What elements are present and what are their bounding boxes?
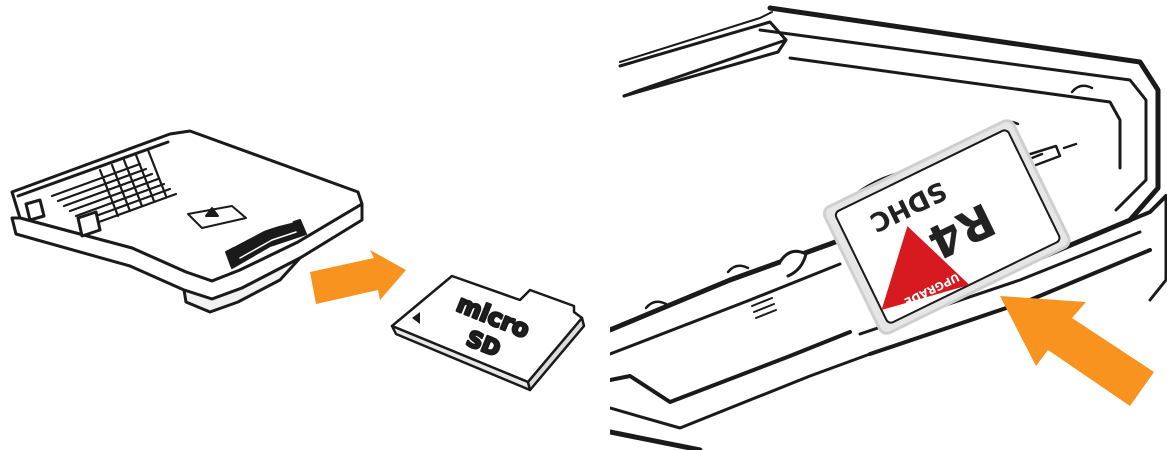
- step-insert-cartridge: R4 SDHC UPGRADE: [610, 0, 1167, 450]
- arrow-right-icon: [310, 250, 406, 304]
- arrow-up-left-icon: [1000, 296, 1154, 406]
- step-insert-microsd: micro SD: [0, 0, 600, 450]
- step-insert-cartridge-drawing: R4 SDHC UPGRADE: [610, 0, 1167, 450]
- r4-cartridge: [12, 131, 362, 312]
- step-insert-microsd-drawing: micro SD: [0, 0, 600, 450]
- console-hinge: [620, 12, 786, 96]
- microsd-card: micro SD: [392, 276, 584, 390]
